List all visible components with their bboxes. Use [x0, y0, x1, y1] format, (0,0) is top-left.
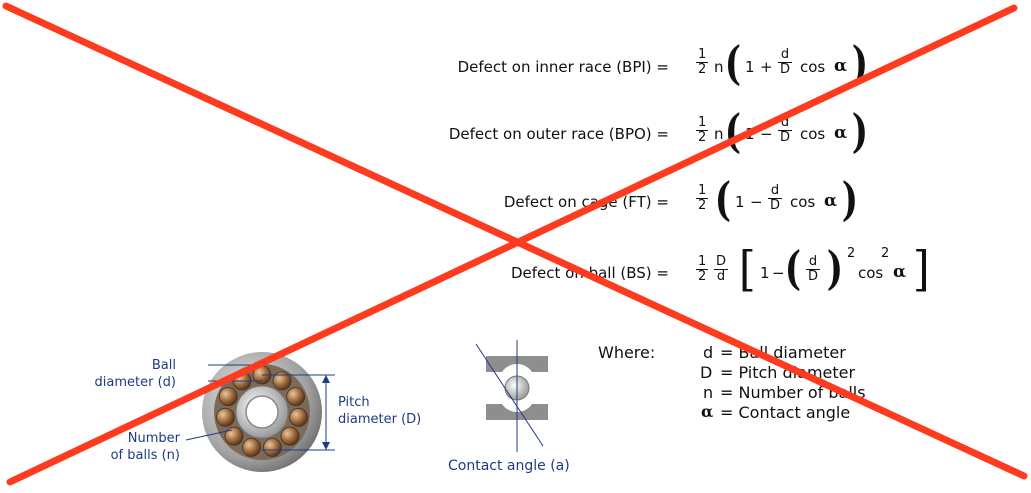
- ft-left-paren: (: [714, 172, 732, 226]
- bpo-right-paren: ): [851, 104, 869, 158]
- bs-left-paren: (: [784, 241, 802, 295]
- legend-symbol-d: d: [703, 343, 714, 362]
- contact-angle-label: Contact angle (a): [448, 458, 570, 474]
- bs-alpha: α: [893, 262, 907, 282]
- number-of-balls-label-line1: Number: [127, 431, 180, 446]
- legend-symbol-D: D: [700, 363, 713, 382]
- legend-symbol-alpha: α: [701, 402, 714, 421]
- ft-alpha: α: [824, 191, 838, 211]
- bearing-ball: [289, 407, 309, 427]
- pitch-diameter-label-line2: diameter (D): [338, 412, 422, 427]
- legend-heading: Where:: [598, 343, 656, 362]
- pitch-diameter-label-line1: Pitch: [338, 395, 370, 410]
- bpi-cos: cos: [800, 58, 826, 76]
- bpo-cos: cos: [800, 125, 826, 143]
- bearing-ball: [218, 387, 238, 407]
- bs-exponent: 2: [847, 246, 856, 261]
- bearing-ball: [224, 426, 244, 446]
- bearing-ball: [215, 407, 235, 427]
- bs-left-bracket: [: [738, 241, 756, 297]
- upper-race-section: [486, 356, 548, 372]
- bs-cos: cos: [858, 264, 884, 282]
- ball-diameter-label-line2: diameter (d): [94, 375, 176, 390]
- pitch-diameter-label: Pitch diameter (D): [338, 394, 421, 428]
- contact-angle-figure: [475, 340, 548, 452]
- bpo-n: n: [714, 125, 724, 143]
- bs-one: 1: [760, 264, 770, 282]
- bs-right-bracket: ]: [912, 241, 930, 297]
- bs-cos-exponent: 2: [881, 246, 890, 261]
- bs-op: −: [772, 264, 785, 282]
- ball-diameter-label-line1: Ball: [151, 358, 176, 373]
- legend-text-D: = Pitch diameter: [720, 363, 856, 382]
- bpo-alpha: α: [834, 123, 848, 143]
- bpi-left-paren: (: [724, 36, 742, 90]
- balls-leader: [185, 429, 233, 441]
- legend-text-alpha: = Contact angle: [720, 403, 851, 422]
- ball-diameter-label: Ball diameter (d): [78, 357, 176, 391]
- ft-cos: cos: [790, 193, 816, 211]
- ft-one: 1: [735, 193, 745, 211]
- bpi-op: +: [760, 58, 773, 76]
- bpi-n: n: [714, 58, 724, 76]
- bearing-ball: [272, 371, 292, 391]
- lower-race-section: [486, 404, 548, 420]
- cross-stroke-2: [6, 4, 1018, 486]
- ft-op: −: [750, 193, 763, 211]
- bearing-ball: [242, 438, 262, 457]
- pitch-arrow-bottom: [322, 442, 330, 450]
- bearing-ball: [280, 426, 300, 446]
- bearing-ball: [262, 438, 282, 457]
- legend-symbol-n: n: [703, 383, 714, 402]
- bore: [245, 395, 279, 429]
- bpi-label: Defect on inner race (BPI) =: [457, 58, 669, 76]
- ft-right-paren: ): [841, 172, 859, 226]
- bpi-right-paren: ): [851, 36, 869, 90]
- number-of-balls-label: Number of balls (n): [86, 430, 180, 464]
- bearing-ball: [286, 387, 306, 407]
- bs-right-paren: ): [826, 241, 844, 295]
- contact-line: [475, 343, 544, 447]
- ft-label: Defect on cage (FT) =: [503, 193, 669, 211]
- bpi-one: 1: [745, 58, 755, 76]
- bpi-alpha: α: [834, 56, 848, 76]
- pitch-arrow-top: [322, 375, 330, 383]
- bpo-label: Defect on outer race (BPO) =: [448, 125, 669, 143]
- number-of-balls-label-line2: of balls (n): [110, 448, 180, 463]
